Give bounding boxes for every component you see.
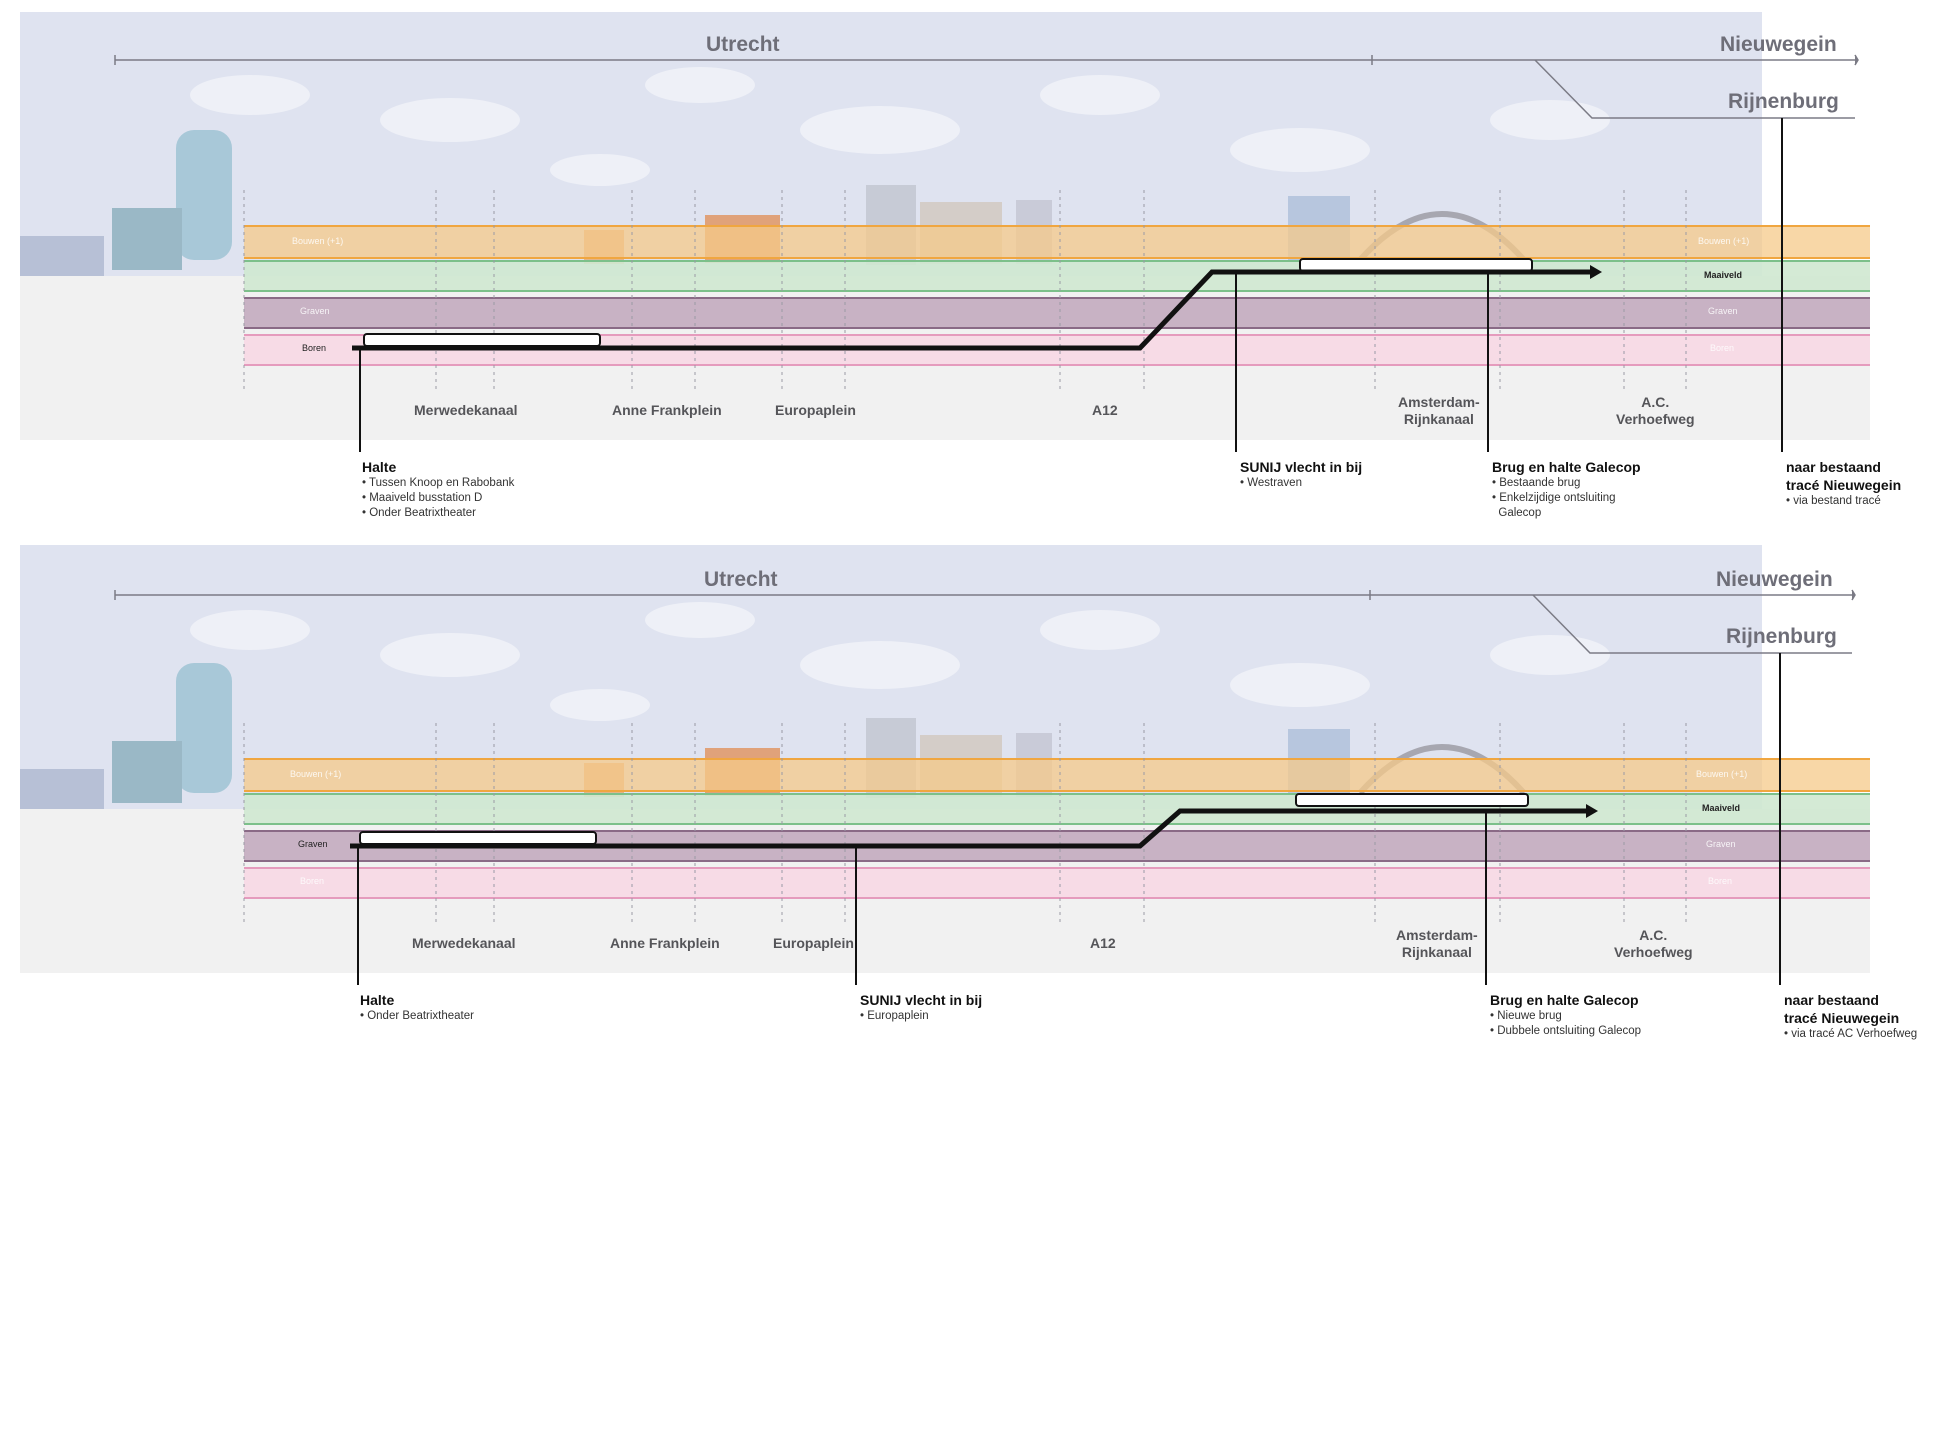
stop-ac-verhoefweg: A.C. Verhoefweg	[1616, 394, 1695, 427]
tram-route-line	[350, 808, 1588, 849]
callout-brug-galecop: Brug en halte Galecop • Nieuwe brug • Du…	[1490, 992, 1642, 1037]
band-boren	[244, 868, 1870, 898]
callout-leaders	[359, 118, 1783, 452]
callout-sunij: SUNIJ vlecht in bij • Europaplein	[860, 992, 983, 1022]
city-utrecht: Utrecht	[706, 33, 780, 56]
stop-a12: A12	[1090, 935, 1116, 951]
layer-bouwen-right: Bouwen (+1)	[1698, 236, 1750, 246]
layer-graven-right: Graven	[1708, 306, 1738, 316]
band-bouwen	[244, 226, 1870, 258]
callout-halte: Halte • Onder Beatrixtheater	[360, 992, 474, 1022]
axis-arrows	[114, 54, 1859, 119]
callout-sunij: SUNIJ vlecht in bij • Westraven	[1240, 459, 1363, 489]
stop-anne-frankplein: Anne Frankplein	[610, 935, 720, 951]
clouds	[190, 67, 1610, 186]
layer-graven-right: Graven	[1706, 839, 1736, 849]
layer-boren-right: Boren	[1710, 343, 1735, 353]
callout-naar-nieuwegein: naar bestaand tracé Nieuwegein • via bes…	[1786, 459, 1902, 507]
section-drawing	[20, 545, 1870, 985]
tram-route-line	[352, 269, 1592, 351]
callout-leaders	[357, 653, 1781, 985]
section-drawing	[20, 12, 1870, 452]
stop-europaplein: Europaplein	[775, 402, 856, 418]
stop-amsterdam-rijnkanaal: Amsterdam- Rijnkanaal	[1396, 927, 1478, 960]
stop-amsterdam-rijnkanaal: Amsterdam- Rijnkanaal	[1398, 394, 1480, 427]
city-nieuwegein: Nieuwegein	[1720, 33, 1837, 56]
layer-bouwen: Bouwen (+1)	[292, 236, 344, 246]
stop-ac-verhoefweg: A.C. Verhoefweg	[1614, 927, 1693, 960]
axis-arrows	[114, 589, 1856, 654]
layer-graven: Graven	[298, 839, 328, 849]
clouds	[190, 602, 1610, 721]
city-utrecht: Utrecht	[704, 568, 778, 591]
layer-boren: Boren	[300, 876, 325, 886]
station-markers	[243, 723, 1687, 923]
layer-boren-right: Boren	[1708, 876, 1733, 886]
layer-graven: Graven	[300, 306, 330, 316]
callout-halte: Halte • Tussen Knoop en Rabobank • Maaiv…	[362, 459, 515, 519]
stop-europaplein: Europaplein	[773, 935, 854, 951]
callout-naar-nieuwegein: naar bestaand tracé Nieuwegein • via tra…	[1784, 992, 1918, 1040]
layer-bouwen: Bouwen (+1)	[290, 769, 342, 779]
callout-brug-galecop: Brug en halte Galecop • Bestaande brug •…	[1492, 459, 1641, 519]
layer-maaiveld: Maaiveld	[1704, 270, 1743, 280]
layer-maaiveld: Maaiveld	[1702, 803, 1741, 813]
layer-boren: Boren	[302, 343, 327, 353]
city-nieuwegein: Nieuwegein	[1716, 568, 1833, 591]
cross-section-variant-1: Utrecht Nieuwegein Rijnenburg Bouwen (+1…	[0, 0, 1938, 520]
stop-merwedekanaal: Merwedekanaal	[414, 402, 518, 418]
band-bouwen	[244, 759, 1870, 791]
stop-a12: A12	[1092, 402, 1118, 418]
city-rijnenburg: Rijnenburg	[1728, 90, 1839, 113]
stop-anne-frankplein: Anne Frankplein	[612, 402, 722, 418]
layer-bouwen-right: Bouwen (+1)	[1696, 769, 1748, 779]
stop-merwedekanaal: Merwedekanaal	[412, 935, 516, 951]
band-maaiveld	[244, 261, 1870, 291]
city-rijnenburg: Rijnenburg	[1726, 625, 1837, 648]
cross-section-variant-2: Utrecht Nieuwegein Rijnenburg Bouwen (+1…	[0, 535, 1938, 1055]
station-markers	[243, 190, 1687, 390]
band-maaiveld	[244, 794, 1870, 824]
band-graven	[244, 298, 1870, 328]
